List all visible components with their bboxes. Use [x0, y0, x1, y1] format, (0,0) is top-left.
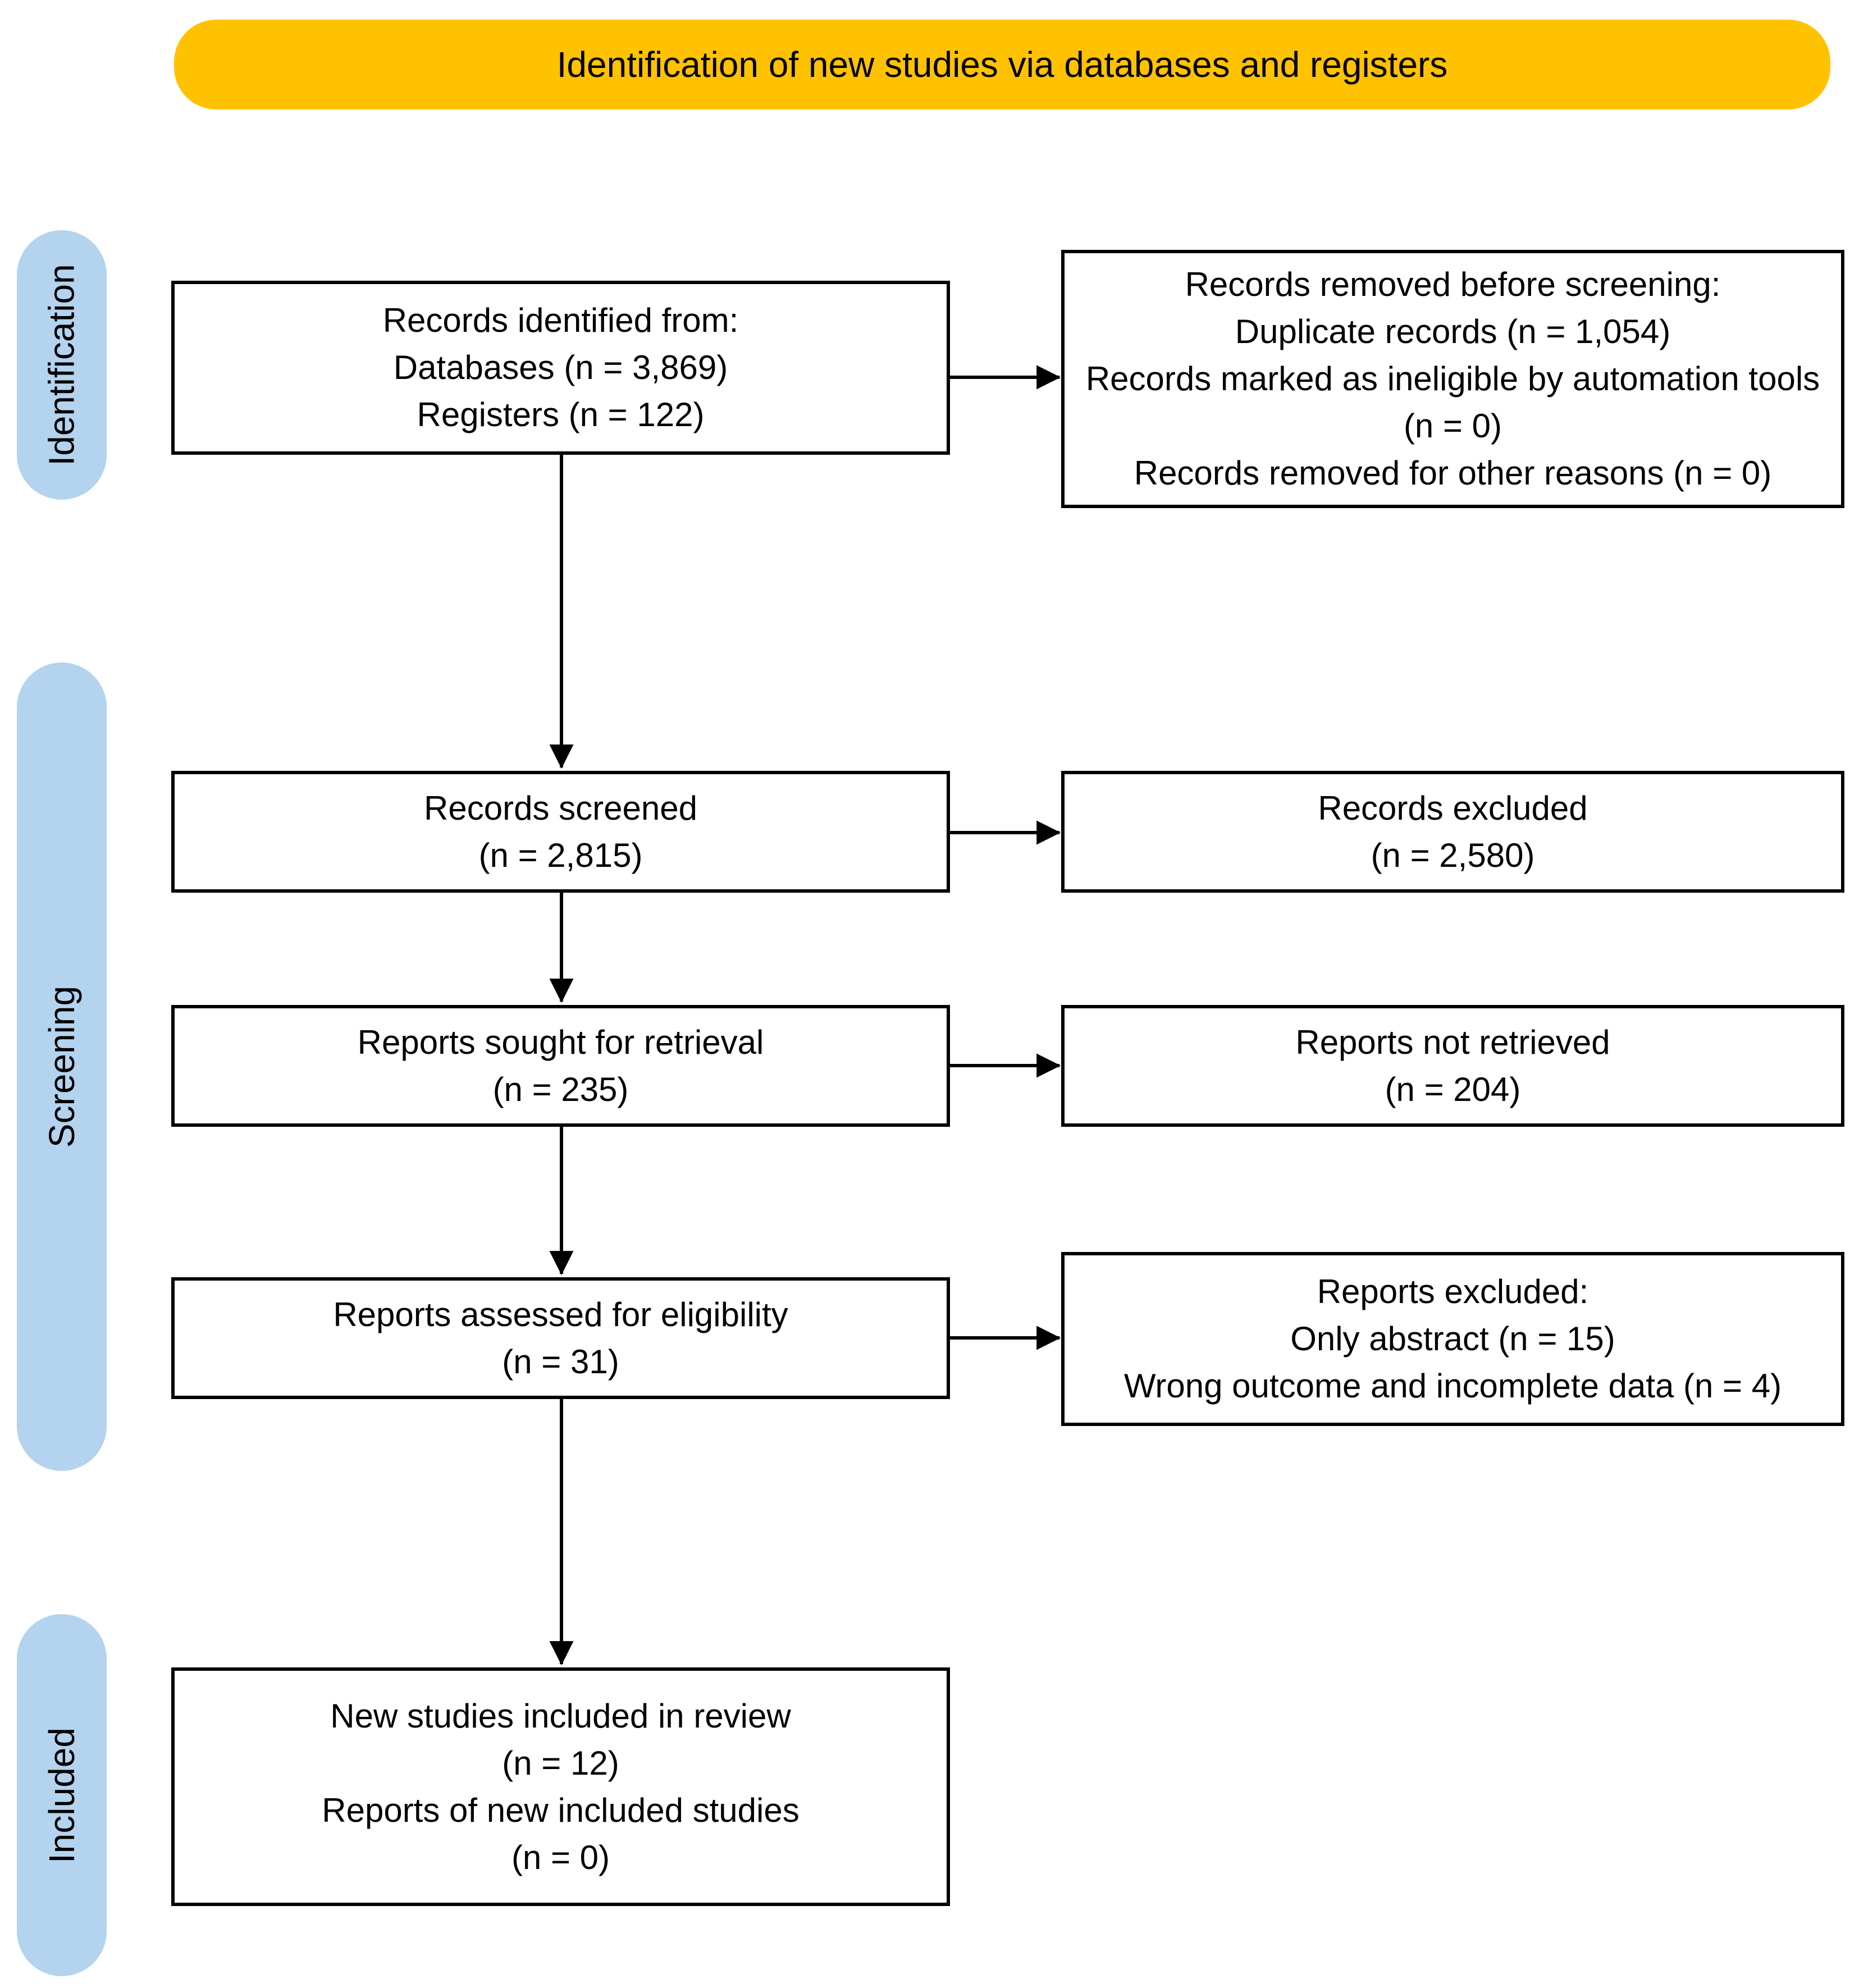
banner-title: Identification of new studies via databa… [174, 20, 1830, 109]
box-records-removed: Records removed before screening: Duplic… [1061, 250, 1844, 508]
box-records-screened: Records screened (n = 2,815) [171, 771, 950, 893]
stage-label-screening: Screening [42, 985, 82, 1148]
stage-bar-identification: Identification [17, 230, 107, 500]
box-reports-excluded: Reports excluded: Only abstract (n = 15)… [1061, 1252, 1844, 1426]
stage-bar-included: Included [17, 1614, 107, 1976]
box-new-studies-included: New studies included in review (n = 12) … [171, 1667, 950, 1906]
box-reports-not-retrieved-text: Reports not retrieved (n = 204) [1295, 1023, 1610, 1108]
box-reports-assessed-text: Reports assessed for eligibility (n = 31… [333, 1295, 788, 1381]
box-reports-sought: Reports sought for retrieval (n = 235) [171, 1005, 950, 1127]
stage-bar-screening: Screening [17, 662, 107, 1471]
box-reports-excluded-text: Reports excluded: Only abstract (n = 15)… [1123, 1273, 1782, 1405]
box-reports-assessed: Reports assessed for eligibility (n = 31… [171, 1277, 950, 1399]
box-records-excluded-text: Records excluded (n = 2,580) [1318, 789, 1588, 874]
box-reports-not-retrieved: Reports not retrieved (n = 204) [1061, 1005, 1844, 1127]
box-records-identified: Records identified from: Databases (n = … [171, 281, 950, 455]
box-records-removed-text: Records removed before screening: Duplic… [1085, 266, 1820, 492]
box-new-studies-included-text: New studies included in review (n = 12) … [322, 1697, 800, 1876]
box-records-identified-text: Records identified from: Databases (n = … [382, 301, 739, 433]
box-records-excluded: Records excluded (n = 2,580) [1061, 771, 1844, 893]
stage-label-identification: Identification [42, 264, 82, 466]
box-records-screened-text: Records screened (n = 2,815) [424, 789, 697, 874]
stage-label-included: Included [42, 1727, 82, 1863]
banner-title-label: Identification of new studies via databa… [556, 44, 1448, 85]
box-reports-sought-text: Reports sought for retrieval (n = 235) [357, 1023, 764, 1108]
